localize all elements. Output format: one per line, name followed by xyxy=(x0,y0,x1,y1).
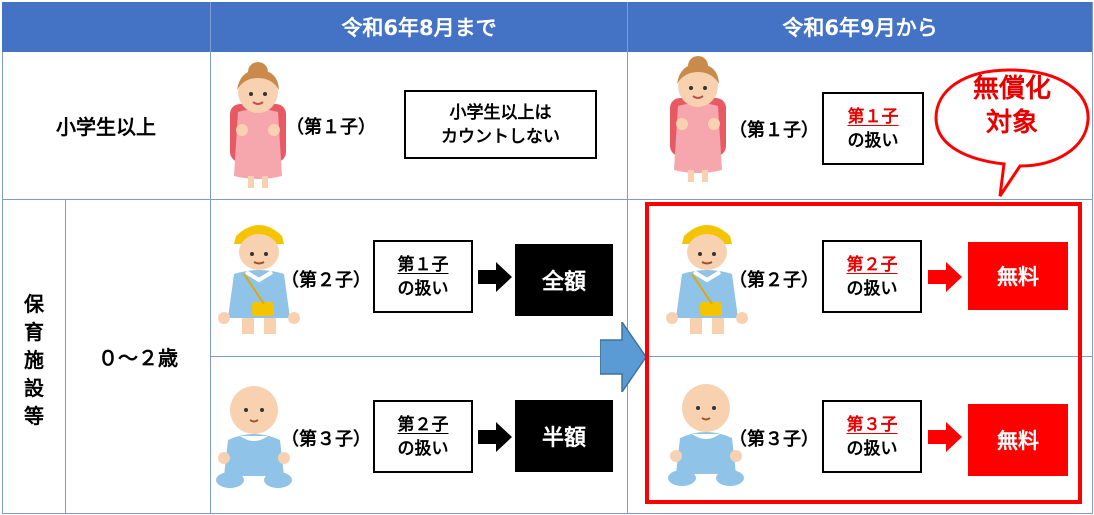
callout-bubble xyxy=(934,68,1090,197)
header-blank-cell xyxy=(2,2,210,52)
child-order-label: （第２子） xyxy=(281,270,371,291)
treatment-box-line: 第１子 xyxy=(847,106,899,127)
facility-char: 等 xyxy=(24,404,44,428)
baby-illustration xyxy=(216,386,292,488)
grid-line xyxy=(210,2,211,514)
callout-line: 対象 xyxy=(985,108,1038,138)
header-before: 令和6年8月まで xyxy=(211,2,627,52)
fee-result-free: 無料 xyxy=(968,404,1068,476)
callout-text: 無償化 対象 xyxy=(948,72,1076,140)
black-arrow-icon xyxy=(478,422,512,452)
schoolgirl-illustration xyxy=(230,62,286,188)
free-target-frame xyxy=(645,202,1082,504)
schoolgirl-illustration xyxy=(670,56,726,182)
status-box-line: 小学生以上は xyxy=(449,102,552,123)
fee-result-half: 半額 xyxy=(515,400,613,472)
red-arrow-icon xyxy=(928,262,962,292)
facility-char: 施 xyxy=(24,348,44,372)
grid-line xyxy=(2,52,3,514)
child-order-label: （第３子） xyxy=(281,429,371,450)
grid-line xyxy=(1092,2,1093,514)
child-order-label: （第２子） xyxy=(729,270,819,291)
transition-arrow-icon xyxy=(600,322,646,392)
treatment-box: 第２子 の扱い xyxy=(822,240,922,313)
treatment-box-line: 第１子 xyxy=(397,254,449,275)
grid-line xyxy=(65,200,66,514)
treatment-box-line: 第３子 xyxy=(846,414,898,435)
treatment-box-line: の扱い xyxy=(846,438,898,459)
treatment-box: 第１子 の扱い xyxy=(822,92,924,165)
callout-line: 無償化 xyxy=(972,74,1051,104)
child-order-label: （第１子） xyxy=(286,117,376,138)
red-arrow-icon xyxy=(928,422,962,452)
treatment-box: 第２子 の扱い xyxy=(373,400,473,473)
grid-line xyxy=(2,513,1092,514)
treatment-box: 第３子 の扱い xyxy=(822,400,922,473)
facility-char: 育 xyxy=(24,320,44,344)
child-order-label: （第１子） xyxy=(729,120,819,141)
treatment-box-line: の扱い xyxy=(397,438,449,459)
facility-char: 保 xyxy=(24,292,44,316)
treatment-box: 第１子 の扱い xyxy=(373,240,473,313)
status-box-line: カウントしない xyxy=(441,126,560,147)
toddler-illustration xyxy=(218,225,300,334)
row-label-facility: 保 育 施 設 等 xyxy=(14,290,54,430)
row-label-elementary: 小学生以上 xyxy=(56,115,156,139)
fee-result-free: 無料 xyxy=(968,242,1068,310)
grid-line xyxy=(2,199,1092,200)
fee-result-full: 全額 xyxy=(515,244,613,316)
header-after: 令和6年9月から xyxy=(628,2,1092,52)
treatment-box-line: の扱い xyxy=(846,278,898,299)
treatment-box-line: 第２子 xyxy=(846,254,898,275)
black-arrow-icon xyxy=(478,262,512,292)
toddler-illustration xyxy=(666,225,748,334)
grid-line xyxy=(627,2,628,514)
facility-char: 設 xyxy=(24,376,44,400)
status-box: 小学生以上は カウントしない xyxy=(404,90,597,159)
grid-line xyxy=(211,356,1092,357)
row-label-age: ０～２歳 xyxy=(98,346,178,370)
treatment-box-line: の扱い xyxy=(397,278,449,299)
baby-illustration xyxy=(668,384,744,486)
child-order-label: （第３子） xyxy=(729,429,819,450)
treatment-box-line: 第２子 xyxy=(397,414,449,435)
treatment-box-line: の扱い xyxy=(847,130,899,151)
